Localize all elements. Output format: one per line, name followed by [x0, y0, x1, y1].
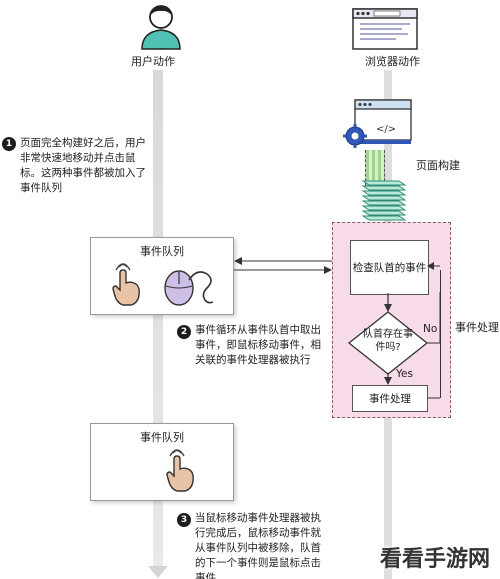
browser-window-icon: [352, 8, 418, 50]
watermark-logo: 看看手游网: [379, 547, 490, 572]
queue-exchange-arrows: [234, 257, 332, 274]
user-avatar-icon: [141, 5, 181, 50]
user-actions-header: 用户动作: [131, 55, 175, 68]
event-processing-label: 事件处理: [455, 321, 499, 334]
step1-annotation: 页面完全构建好之后，用户非常快速地移动并点击鼠标。这两种事件都被加入了事件队列: [20, 137, 146, 194]
browser-actions-header: 浏览器动作: [365, 55, 420, 68]
step2-number: 2: [177, 325, 191, 339]
build-stream: [365, 150, 385, 186]
event-queue-bottom-title: 事件队列: [140, 431, 184, 444]
step1-number: 1: [2, 137, 16, 151]
step3-annotation: 当鼠标移动事件处理器被执行完成后，鼠标移动事件就从事件队列中被移除，队首的下一个…: [195, 512, 321, 579]
mouse-move-icon: [164, 270, 214, 306]
step2-annotation: 事件循环从事件队首中取出事件，即鼠标移动事件，相关联的事件处理器被执行: [195, 324, 321, 366]
decision-flow: [347, 292, 440, 385]
user-timeline-arrow: [148, 566, 168, 578]
check-queue-head-box: 检查队首的事件: [350, 240, 429, 295]
loop-back-bottom: [427, 397, 440, 399]
process-event-box: 事件处理: [352, 385, 428, 412]
event-queue-top-title: 事件队列: [140, 245, 184, 258]
browser-build-icon: [343, 99, 412, 148]
no-label: No: [423, 323, 438, 335]
event-queue-top: 事件队列: [90, 237, 234, 315]
loop-line: [440, 270, 441, 398]
decision-question: 队首存在事件吗?: [363, 329, 413, 353]
user-timeline: [153, 70, 163, 568]
step3-number: 3: [177, 513, 191, 527]
document-stack-icon: [361, 180, 407, 221]
event-queue-bottom: 事件队列: [90, 423, 234, 501]
loop-back-arrow: [427, 262, 440, 270]
click-hand-icon: [166, 449, 194, 492]
code-tag-label: </>: [376, 124, 397, 135]
click-hand-icon: [112, 263, 140, 306]
yes-label: Yes: [396, 368, 413, 380]
page-build-label: 页面构建: [416, 159, 460, 172]
